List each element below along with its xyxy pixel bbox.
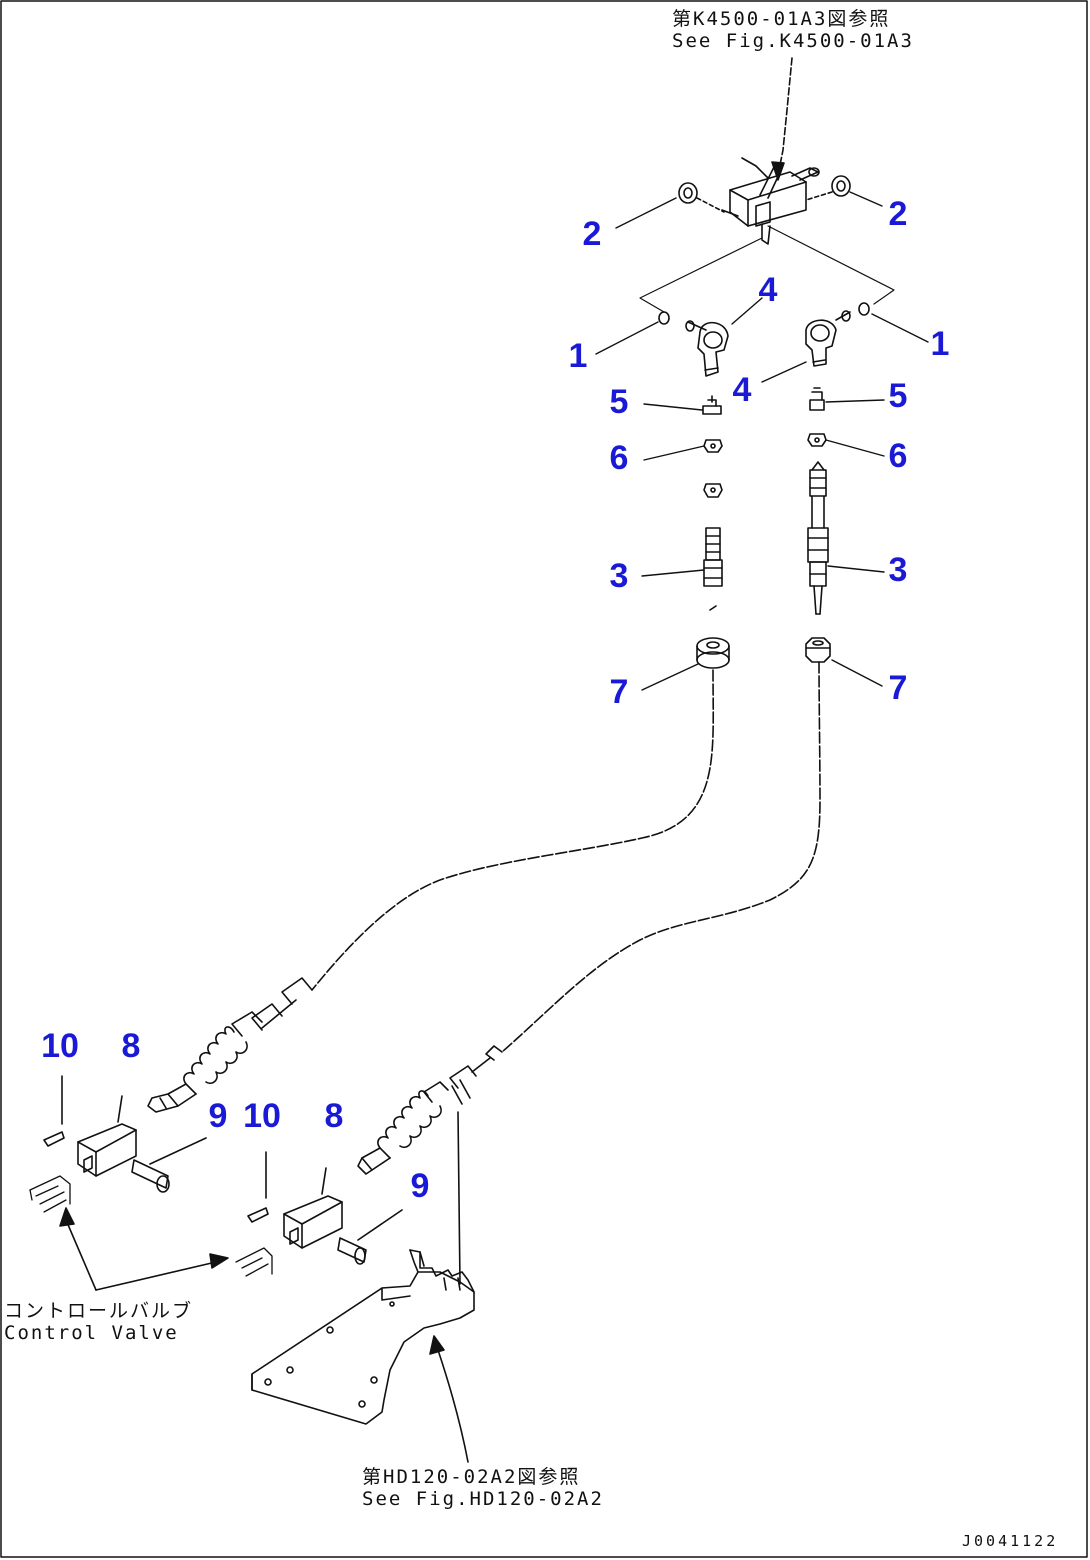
callout-9-left: 9	[208, 1097, 228, 1135]
nut-5-left	[702, 395, 722, 415]
nut-6-left	[703, 439, 723, 453]
control-valve-english: Control Valve	[4, 1322, 179, 1344]
pin-1-left	[658, 311, 670, 325]
callout-2-right: 2	[888, 195, 908, 233]
callout-6-right: 6	[888, 437, 908, 475]
callout-7-right: 7	[888, 669, 908, 707]
control-cable-right	[501, 661, 821, 1053]
rod-end-3-right	[807, 461, 829, 615]
control-valve-arrows	[59, 1207, 229, 1291]
callout-8-right: 8	[324, 1097, 344, 1135]
callout-4-lower: 4	[732, 371, 752, 409]
bottom-reference-japanese: 第HD120-02A2図参照	[362, 1466, 581, 1488]
top-figure-reference: 第K4500-01A3図参照 See Fig.K4500-01A3	[672, 8, 914, 52]
callout-10-left: 10	[41, 1027, 79, 1065]
bottom-figure-reference: 第HD120-02A2図参照 See Fig.HD120-02A2	[362, 1466, 604, 1510]
ball-joint-4-left	[685, 320, 729, 377]
callout-5-right: 5	[888, 377, 908, 415]
ball-joint-4-right	[805, 310, 851, 367]
cable-end-fitting-left	[147, 977, 313, 1113]
assembly-line-right	[767, 225, 895, 305]
bushing-7-left	[696, 637, 730, 669]
callout-1-right: 1	[930, 325, 950, 363]
callout-9-right: 9	[410, 1167, 430, 1205]
callout-10-right: 10	[243, 1097, 281, 1135]
callout-2-left: 2	[582, 215, 602, 253]
lever-assembly	[721, 157, 820, 245]
callout-6-left: 6	[609, 439, 629, 477]
top-reference-japanese: 第K4500-01A3図参照	[672, 8, 891, 30]
control-valve-left	[29, 1175, 71, 1213]
document-id: J0041122	[962, 1532, 1059, 1550]
control-valve-label: コントロールバルブ Control Valve	[4, 1300, 193, 1344]
top-reference-english: See Fig.K4500-01A3	[672, 30, 914, 52]
clevis-8-left	[77, 1095, 137, 1177]
cotter-pin-10-left	[43, 1075, 65, 1147]
clevis-pin-9-left	[131, 1137, 207, 1193]
assembly-line-left	[639, 237, 763, 313]
callout-leaders	[595, 191, 929, 691]
callout-3-left: 3	[609, 557, 629, 595]
washer-2-left	[678, 182, 725, 213]
callout-3-right: 3	[888, 551, 908, 589]
callout-1-left: 1	[568, 337, 588, 375]
control-valve-right	[235, 1247, 273, 1277]
pin-1-right	[858, 302, 870, 316]
callout-5-left: 5	[609, 383, 629, 421]
nut-left-lower	[703, 483, 723, 498]
bottom-reference-english: See Fig.HD120-02A2	[362, 1488, 604, 1510]
nut-6-right	[807, 433, 827, 447]
top-reference-arrow	[771, 57, 793, 181]
cable-end-fitting-right	[357, 1045, 503, 1285]
bracket-plate	[251, 1249, 475, 1425]
rod-end-3-left	[703, 527, 723, 611]
callout-4-upper: 4	[758, 271, 778, 309]
bushing-7-right	[805, 637, 831, 663]
clip-5-right	[809, 387, 825, 411]
callout-8-left: 8	[121, 1027, 141, 1065]
clevis-pin-9-right	[337, 1209, 403, 1265]
control-valve-japanese: コントロールバルブ	[4, 1300, 194, 1322]
callout-7-left: 7	[609, 673, 629, 711]
clevis-8-right	[283, 1167, 343, 1249]
control-cable-left	[311, 669, 715, 991]
washer-2-right	[805, 175, 851, 201]
cotter-pin-10-right	[247, 1151, 269, 1223]
bottom-reference-arrow	[429, 1335, 469, 1463]
